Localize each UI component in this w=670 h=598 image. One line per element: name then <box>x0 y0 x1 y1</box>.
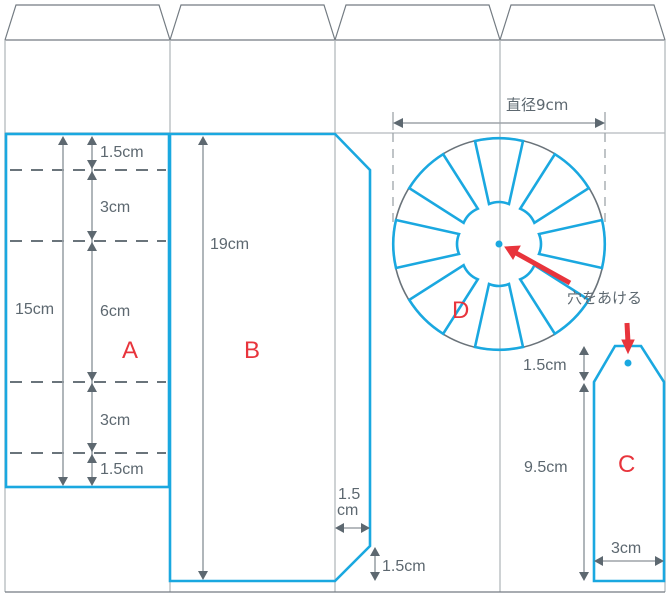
dimension-d-diameter <box>392 112 606 225</box>
dim-a-seg2: 3cm <box>100 199 130 216</box>
hole-pointer-arrow-c <box>621 322 635 355</box>
dim-c-body: 9.5cm <box>524 459 568 476</box>
dimension-c-width <box>594 556 664 566</box>
piece-c: 1.5cm 9.5cm C 3cm <box>523 322 666 583</box>
dim-d-diameter: 直径9cm <box>506 96 568 114</box>
dim-c-top: 1.5cm <box>523 357 567 374</box>
dimension-c-top <box>579 346 589 381</box>
piece-b-label: B <box>244 337 260 364</box>
dimension-a-total <box>58 136 68 486</box>
piece-a-label: A <box>122 337 138 364</box>
piece-d-label: D <box>452 297 469 324</box>
dim-c-width: 3cm <box>611 540 641 557</box>
dimension-b-height <box>198 136 208 580</box>
carton-top-flaps <box>4 4 666 41</box>
dim-a-seg1: 1.5cm <box>100 144 144 161</box>
piece-c-outline <box>592 344 666 583</box>
hole-pointer-arrow-d <box>504 245 572 286</box>
piece-d: 直径9cm D 穴をあける <box>391 96 642 352</box>
dim-b-chamfer-height: 1.5cm <box>382 558 426 575</box>
dimension-b-chamfer-width <box>335 523 370 533</box>
dimension-c-body <box>579 383 589 581</box>
piece-a: 15cm 1.5cm 3cm 6cm 3cm 1.5cm A <box>4 132 171 489</box>
piece-c-label: C <box>618 451 635 478</box>
piece-b: 19cm B 1.5 cm 1.5cm <box>168 132 426 583</box>
piece-a-fold-lines <box>10 169 166 454</box>
dim-a-seg4: 3cm <box>100 412 130 429</box>
piece-c-hole <box>624 359 632 367</box>
dim-b-chamfer-width-line2: cm <box>337 502 358 519</box>
dim-a-seg3: 6cm <box>100 303 130 320</box>
dim-a-total: 15cm <box>15 301 54 318</box>
piece-b-outline <box>168 132 372 583</box>
piece-d-center-hole <box>495 240 503 248</box>
dimension-b-chamfer-height <box>370 547 380 581</box>
dim-a-seg5: 1.5cm <box>100 461 144 478</box>
dim-b-height: 19cm <box>210 236 249 253</box>
hole-note: 穴をあける <box>567 289 642 307</box>
dimension-a-segments <box>87 136 97 486</box>
dim-b-chamfer-width-line1: 1.5 <box>338 486 360 503</box>
piece-d-slots <box>391 136 607 352</box>
